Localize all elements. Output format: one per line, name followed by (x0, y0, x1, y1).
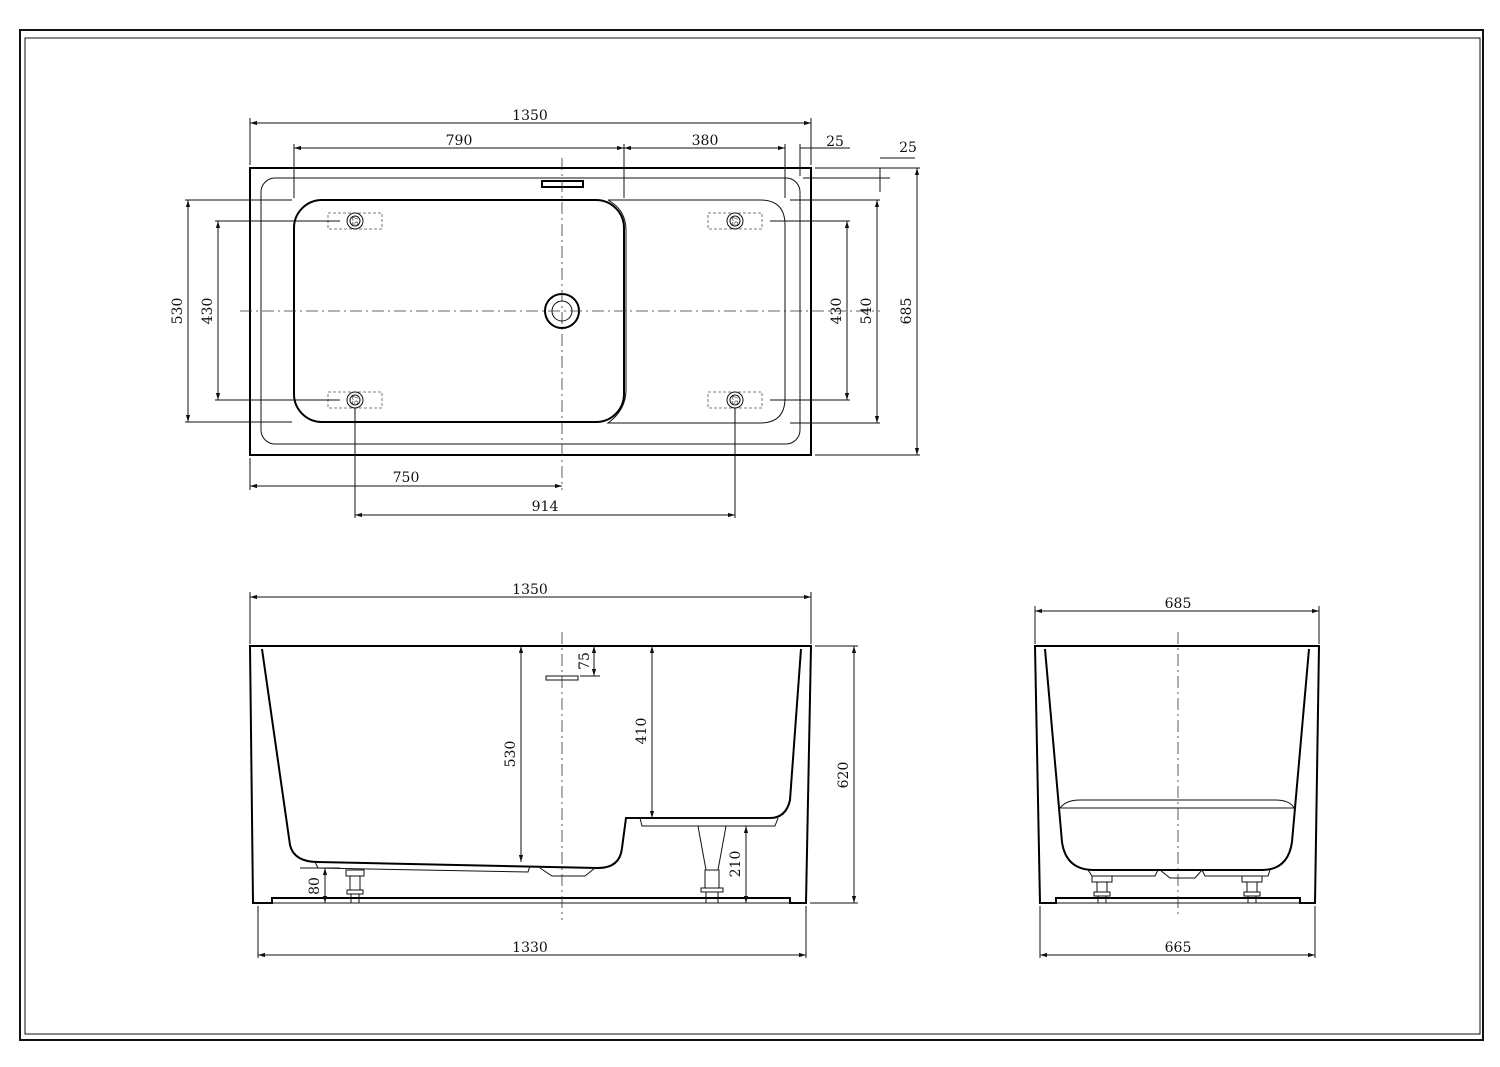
side-seat-edge (1059, 799, 1295, 809)
foot-top-right (707, 212, 763, 230)
side-view-extension-lines (1034, 606, 1320, 958)
dim-front-overall-height: 620 (836, 762, 852, 789)
overflow-pipe (545, 675, 579, 681)
dim-top-feet-spacing-long: 914 (532, 499, 559, 515)
foot-label-bottom-right: 57 (732, 396, 740, 405)
dim-front-overflow-depth: 75 (577, 652, 593, 670)
tub-outer-rim (249, 167, 812, 456)
dim-top-overall-length: 1350 (512, 108, 548, 124)
seat-platform (639, 817, 779, 827)
top-view-dimensions: 1350 790 380 25 25 530 430 430 540 685 7… (170, 108, 920, 518)
dim-top-basin-length: 790 (446, 133, 473, 149)
foot-label-top-left: 57 (352, 217, 360, 226)
sheet-border-inner (24, 37, 1481, 1035)
overflow-slot (541, 180, 584, 188)
top-view-extension-lines (185, 118, 920, 518)
dim-front-basin-depth: 530 (503, 741, 519, 768)
side-inner-basin (1044, 648, 1310, 871)
dim-front-base-length: 1330 (512, 940, 548, 956)
dim-top-drain-offset: 750 (393, 470, 420, 486)
dim-top-seat-width: 540 (859, 298, 875, 325)
dim-side-overall-width: 685 (1165, 596, 1192, 612)
dim-top-overall-width: 685 (899, 298, 915, 325)
front-outer-shell (248, 645, 813, 904)
side-outer-shell (1033, 645, 1321, 904)
drain-sump (539, 867, 596, 877)
dim-top-seat-length: 380 (692, 133, 719, 149)
seat-outline (606, 199, 786, 424)
foot-label-bottom-left: 57 (352, 396, 360, 405)
dim-top-feet-spacing-right: 430 (829, 298, 845, 325)
basin-floor-plate (314, 861, 531, 873)
front-view-dimensions: 1350 75 530 410 620 210 80 1330 (250, 582, 857, 958)
dim-top-feet-spacing-left: 430 (200, 298, 216, 325)
dim-top-rim-end: 25 (826, 134, 844, 150)
front-foot-right (697, 825, 727, 904)
front-view-extension-lines (249, 592, 858, 958)
side-floor-plate-left (1087, 869, 1159, 877)
dim-top-rim-side: 25 (899, 140, 917, 156)
side-view: 685 665 (1033, 596, 1321, 958)
top-view: 57 57 57 57 (170, 108, 920, 518)
dim-front-overall-length: 1350 (512, 582, 548, 598)
front-view: 1350 75 530 410 620 210 80 1330 (248, 582, 858, 958)
side-foot-right (1241, 875, 1263, 904)
side-floor-plate-right (1201, 869, 1271, 877)
dim-front-seat-height: 210 (728, 851, 744, 878)
front-inner-basin (261, 648, 802, 870)
side-view-dimensions: 685 665 (1035, 596, 1319, 958)
side-foot-left (1091, 875, 1113, 904)
front-foot-left (345, 869, 365, 904)
sheet-border-outer (19, 29, 1484, 1041)
side-drain-sump (1159, 869, 1203, 879)
foot-label-top-right: 57 (732, 217, 740, 226)
dim-top-outer-width-left: 530 (170, 298, 186, 325)
dim-front-seat-depth: 410 (634, 718, 650, 745)
dim-side-base-width: 665 (1165, 940, 1192, 956)
dim-front-foot-height: 80 (307, 877, 323, 895)
